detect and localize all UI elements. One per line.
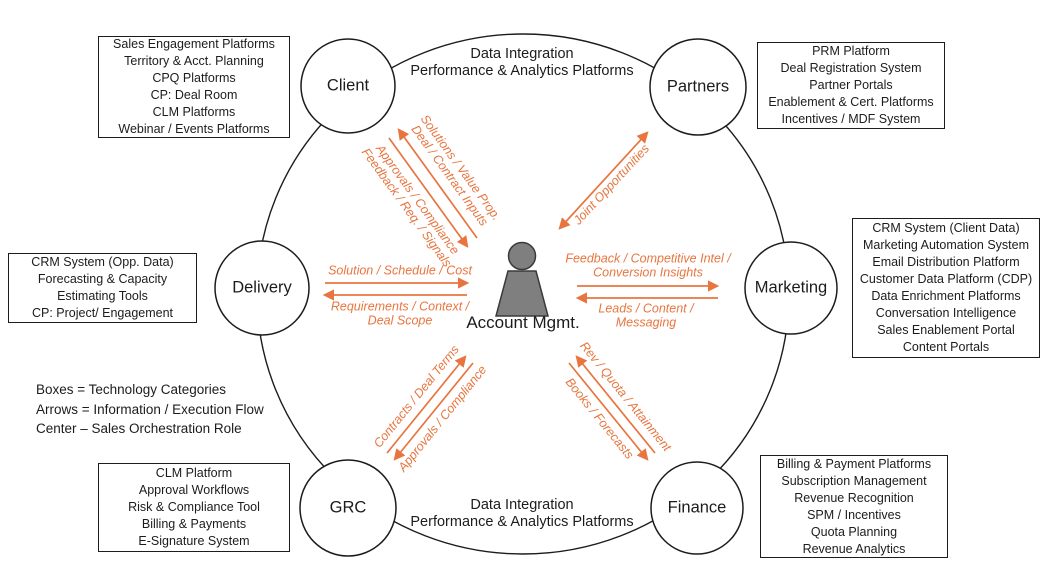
center-role-label: Account Mgmt.: [466, 313, 580, 332]
partners-circle: [649, 38, 747, 136]
tech-box-marketing: CRM System (Client Data) Marketing Autom…: [852, 218, 1040, 358]
flow-label-feedback-competitive-intel: Feedback / Competitive Intel / Conversio…: [565, 251, 731, 279]
grc-circle: [299, 459, 397, 557]
tech-box-finance: Billing & Payment Platforms Subscription…: [760, 455, 948, 558]
arrow-center-partners-bidirectional: [558, 131, 649, 230]
arrow-center-to-grc: [393, 362, 474, 461]
node-label-grc: GRC: [329, 498, 367, 517]
tech-box-client: Sales Engagement Platforms Territory & A…: [98, 36, 290, 138]
flow-label-requirements-context-deal-scope: Requirements / Context / Deal Scope: [330, 299, 470, 327]
arrow-finance-to-center: [575, 355, 656, 454]
node-label-partners: Partners: [666, 77, 730, 96]
delivery-circle: [214, 240, 310, 336]
tech-box-partners: PRM Platform Deal Registration System Pa…: [757, 42, 945, 129]
person-icon: [495, 241, 549, 317]
ring-label-top: Data Integration Performance & Analytics…: [410, 46, 634, 79]
arrow-center-to-client: [397, 128, 478, 239]
flow-label-solution-schedule-cost: Solution / Schedule / Cost: [328, 263, 472, 278]
node-label-delivery: Delivery: [232, 278, 292, 297]
node-label-finance: Finance: [667, 498, 727, 517]
arrow-grc-to-center: [386, 355, 467, 454]
flow-label-leads-content-messaging: Leads / Content / Messaging: [598, 301, 694, 329]
arrow-center-to-finance: [568, 362, 649, 461]
arrow-client-to-center: [388, 137, 469, 248]
legend: Boxes = Technology Categories Arrows = I…: [36, 382, 264, 436]
node-label-client: Client: [326, 76, 370, 95]
tech-box-grc: CLM Platform Approval Workflows Risk & C…: [98, 463, 290, 552]
tech-box-delivery: CRM System (Opp. Data) Forecasting & Cap…: [8, 253, 197, 323]
node-label-marketing: Marketing: [754, 278, 828, 297]
finance-circle: [650, 461, 744, 555]
client-circle: [300, 38, 396, 134]
marketing-circle: [744, 241, 838, 335]
ring-label-bottom: Data Integration Performance & Analytics…: [410, 497, 634, 530]
